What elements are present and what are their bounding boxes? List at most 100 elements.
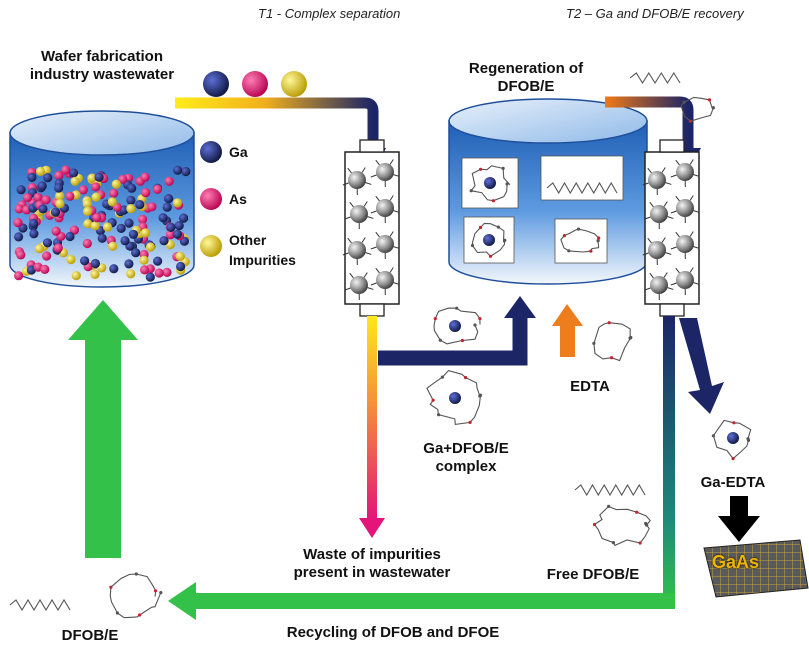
legend-as-ball <box>200 188 222 210</box>
ga-particle <box>173 166 182 175</box>
atom <box>746 437 749 440</box>
ga-feed-ball <box>203 71 229 97</box>
resin-bead <box>350 276 368 294</box>
other-particle <box>66 255 75 264</box>
atom <box>437 413 440 416</box>
legend-other-label-2: Impurities <box>229 252 296 269</box>
separation-column-2 <box>643 140 699 316</box>
other-particle <box>126 204 135 213</box>
resin-bead <box>348 241 366 259</box>
resin-bead <box>676 235 694 253</box>
as-particle <box>65 192 74 201</box>
atom <box>589 250 592 253</box>
ga-edta-label: Ga-EDTA <box>688 474 778 492</box>
bond-chain <box>630 73 680 83</box>
as-particle <box>42 195 51 204</box>
other-particle <box>146 242 155 251</box>
ga-atom <box>449 392 461 404</box>
ga-edta-arrow <box>679 318 724 414</box>
other-particle <box>112 180 121 189</box>
regen-title-line2: DFOB/E <box>466 78 586 96</box>
atom <box>439 339 442 342</box>
resin-bead <box>350 205 368 223</box>
as-particle <box>153 185 162 194</box>
ga-particle <box>29 229 38 238</box>
ga-particle <box>159 236 168 245</box>
legend-other-label-1: Other <box>229 232 266 249</box>
as-particle <box>155 268 164 277</box>
atom <box>608 321 611 324</box>
atom <box>441 376 444 379</box>
edta-molecule <box>592 321 632 360</box>
other-particle <box>92 193 101 202</box>
ga-particle <box>153 257 162 266</box>
atom <box>461 339 464 342</box>
resin-bead <box>650 276 668 294</box>
ga-particle <box>129 230 138 239</box>
dfob-molecule <box>10 600 70 610</box>
as-particle <box>14 271 23 280</box>
ga-particle <box>126 196 135 205</box>
ga-particle <box>38 204 47 213</box>
resin-bead <box>676 199 694 217</box>
atom <box>478 394 481 397</box>
as-particle <box>83 239 92 248</box>
edta-arrow <box>552 304 583 357</box>
as-particle <box>141 188 150 197</box>
as-feed-ball <box>242 71 268 97</box>
atom <box>116 611 119 614</box>
ga-particle <box>127 184 136 193</box>
resin-bead <box>676 271 694 289</box>
other-particle <box>103 222 112 231</box>
ga-particle <box>159 213 168 222</box>
atom <box>712 106 715 109</box>
other-particle <box>108 197 117 206</box>
atom <box>732 457 735 460</box>
atom <box>471 244 474 247</box>
atom <box>629 337 632 340</box>
as-particle <box>42 251 51 260</box>
legend-ga-ball <box>200 141 222 163</box>
other-particle <box>83 207 92 216</box>
other-particle <box>72 271 81 280</box>
ga-particle <box>51 208 60 217</box>
ga-particle <box>80 256 89 265</box>
as-particle <box>16 250 25 259</box>
atom <box>607 505 610 508</box>
ga-particle <box>43 238 52 247</box>
other-particle <box>139 256 148 265</box>
other-particle <box>90 270 99 279</box>
as-particle <box>109 189 118 198</box>
atom <box>502 167 505 170</box>
ga-edta-molecule <box>712 420 751 460</box>
other-particle <box>35 244 44 253</box>
as-particle <box>147 202 156 211</box>
bond-chain <box>594 323 631 361</box>
ga-particle <box>135 200 144 209</box>
ga-atom <box>449 320 461 332</box>
other-particle <box>176 252 185 261</box>
atom <box>469 421 472 424</box>
atom <box>635 511 638 514</box>
atom <box>506 182 509 185</box>
resin-bead <box>376 235 394 253</box>
header-t1: T1 - Complex separation <box>258 6 400 21</box>
ga-atom <box>483 234 495 246</box>
resin-bead <box>648 171 666 189</box>
resin-bead <box>676 163 694 181</box>
ga-particle <box>109 264 118 273</box>
ga-atom <box>484 177 496 189</box>
atom <box>479 226 482 229</box>
legend-ga-label: Ga <box>229 144 248 161</box>
atom <box>503 239 506 242</box>
bond-chain <box>595 506 651 545</box>
bond-chain <box>110 574 161 618</box>
as-particle <box>33 193 42 202</box>
atom <box>597 236 600 239</box>
free-dfob-molecule <box>575 485 645 495</box>
atom <box>689 120 692 123</box>
dfob-label: DFOB/E <box>50 627 130 645</box>
atom <box>455 307 458 310</box>
atom <box>470 189 473 192</box>
